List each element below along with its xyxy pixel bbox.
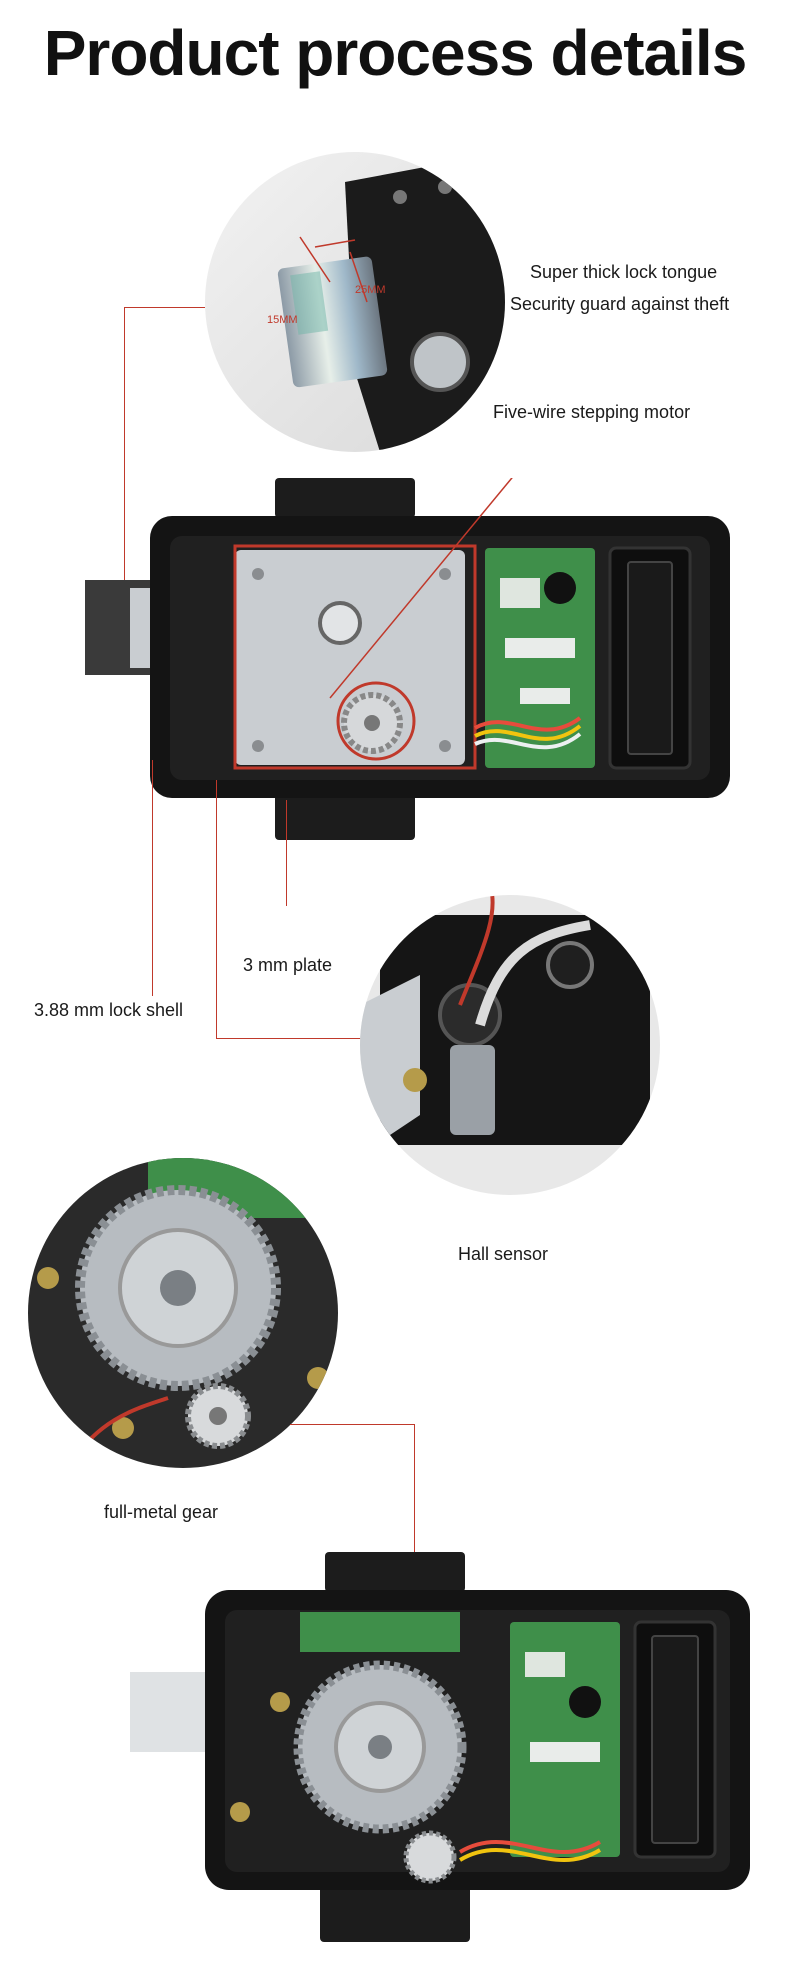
lock-body-gear-photo bbox=[130, 1552, 750, 1952]
stepping-motor-caption: Five-wire stepping motor bbox=[493, 402, 691, 422]
metal-gear-closeup-photo bbox=[28, 1158, 338, 1468]
leader-line-tongue bbox=[124, 307, 205, 308]
metal-gear-caption: full-metal gear bbox=[104, 1502, 219, 1522]
hall-sensor-closeup-photo bbox=[360, 895, 660, 1195]
lock-body-open-photo bbox=[80, 449, 730, 848]
lock-shell-caption: 3.88 mm lock shell bbox=[34, 1000, 184, 1020]
leader-line-tongue-vertical bbox=[124, 307, 125, 592]
leader-line-hall bbox=[216, 780, 217, 1038]
leader-line-gear-vertical bbox=[414, 1424, 415, 1660]
dimension-15mm-label: 15MM bbox=[267, 314, 298, 326]
lock-tongue-caption-line2: Security guard against theft bbox=[510, 294, 730, 314]
plate-caption: 3 mm plate bbox=[243, 955, 333, 975]
hall-sensor-caption: Hall sensor bbox=[458, 1244, 549, 1264]
dimension-25mm-label: 25MM bbox=[355, 284, 386, 296]
leader-line-gear-horizontal bbox=[290, 1424, 414, 1425]
leader-line-shell bbox=[152, 760, 153, 996]
lock-tongue-closeup-photo: 15MM 25MM bbox=[205, 152, 505, 452]
page-title: Product process details bbox=[43, 17, 748, 89]
leader-line-hall-horizontal bbox=[216, 1038, 363, 1039]
lock-tongue-caption-line1: Super thick lock tongue bbox=[530, 262, 718, 282]
leader-line-plate bbox=[286, 800, 287, 906]
